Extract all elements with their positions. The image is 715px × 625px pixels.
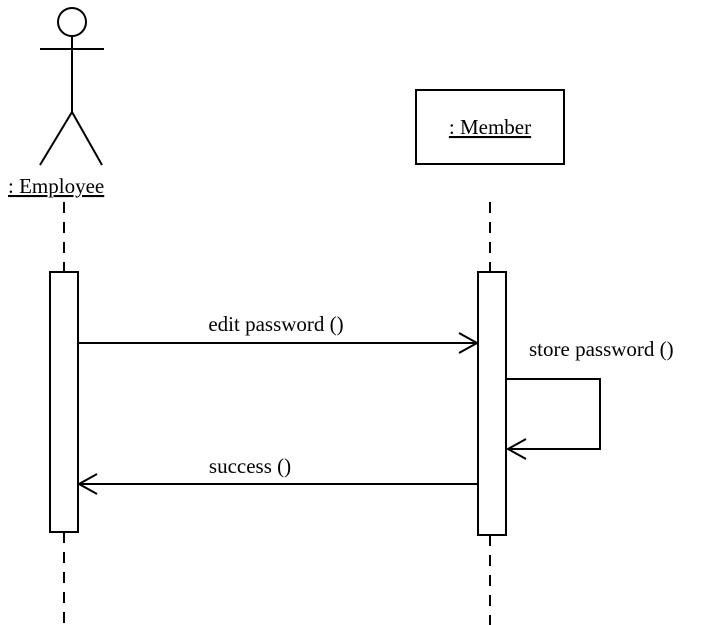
success-message: success (): [209, 454, 291, 478]
member-label: : Member: [449, 115, 531, 139]
employee-label: : Employee: [8, 174, 104, 198]
employee-actor-icon: [39, 7, 104, 166]
member-object-box: [415, 89, 565, 165]
success-arrowhead-icon: [76, 473, 98, 495]
employee-activation-bar: [49, 271, 79, 533]
store-password-message: store password (): [529, 337, 674, 361]
store-password-arrowhead-icon: [505, 438, 527, 460]
edit-password-arrowhead-icon: [458, 332, 480, 354]
edit-password-message: edit password (): [208, 312, 343, 336]
member-activation-bar: [477, 271, 507, 536]
store-password-self-arrow: [506, 378, 601, 450]
